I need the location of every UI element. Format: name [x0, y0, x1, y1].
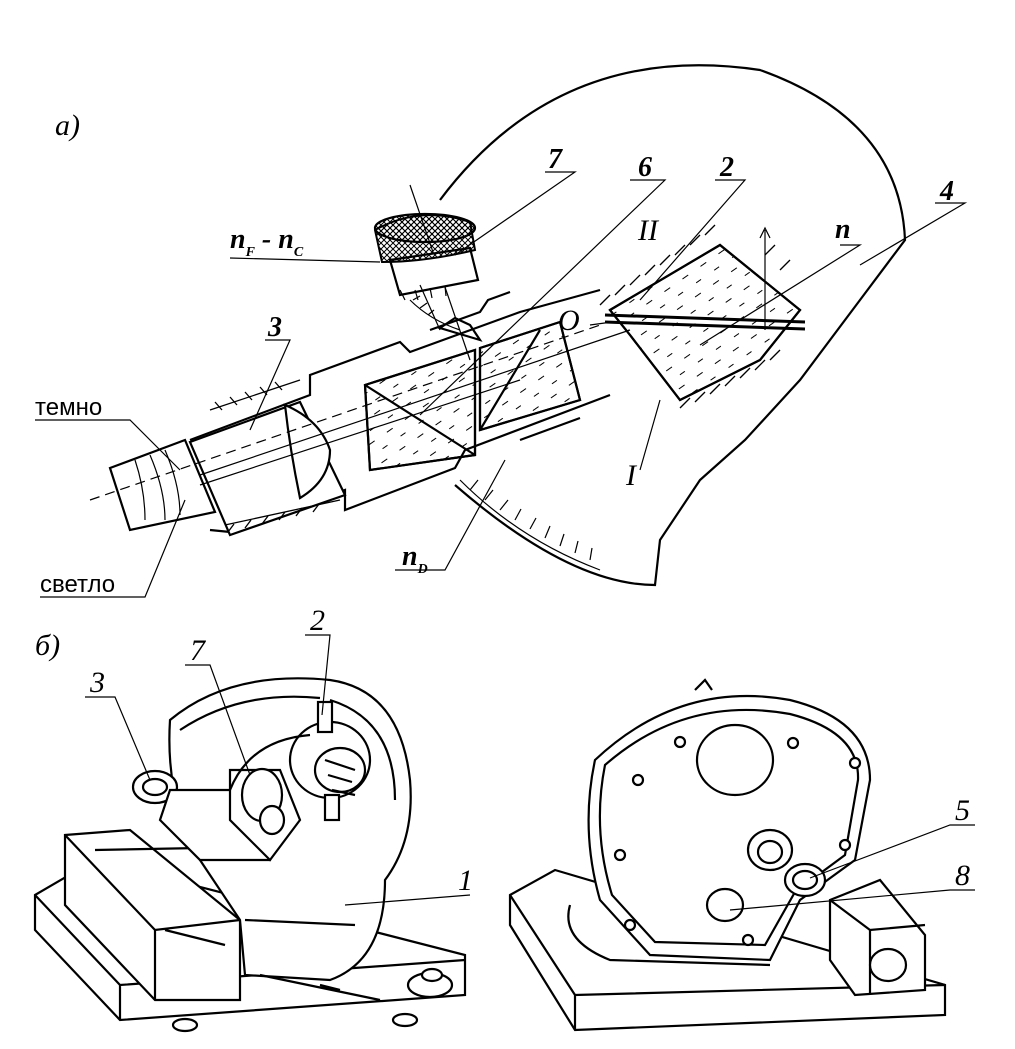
label-theta: O [558, 304, 580, 337]
label-I: I [625, 459, 638, 492]
left-prism-head [288, 700, 372, 822]
label-b-7: 7 [190, 634, 207, 667]
sector-outline [439, 64, 907, 587]
nd-scale-ticks [459, 479, 601, 571]
label-II: II [637, 214, 660, 247]
label-b-1: 1 [458, 864, 473, 897]
label-2: 2 [719, 152, 734, 183]
label-b-3: 3 [89, 666, 105, 699]
label-light: светло [40, 571, 115, 598]
left-telescope [131, 767, 302, 862]
label-6: 6 [638, 152, 652, 183]
label-nd: nD [402, 541, 428, 577]
dispersion-knob [373, 212, 480, 301]
label-dark: темно [35, 394, 102, 421]
label-3: 3 [267, 312, 282, 343]
label-n: n [835, 214, 851, 245]
label-b-8: 8 [955, 859, 970, 892]
optical-axis [89, 324, 601, 501]
leader-lines-b [85, 634, 975, 911]
panel-b: б) [33, 604, 975, 1033]
right-screws [613, 735, 862, 947]
label-nf-nc: nF - nC [230, 224, 304, 260]
prism-hatching [599, 224, 791, 409]
nf-nc-scale [409, 295, 461, 331]
label-b-2: 2 [310, 604, 325, 637]
leader-lines-a [35, 171, 968, 598]
left-lamp-box [63, 828, 242, 1002]
label-7: 7 [548, 144, 563, 175]
panel-a-label: а) [55, 109, 80, 142]
objective-lens [283, 403, 332, 500]
panel-a: а) [35, 64, 968, 598]
label-b-5: 5 [955, 794, 970, 827]
label-4: 4 [939, 176, 954, 207]
panel-b-label: б) [35, 629, 60, 662]
